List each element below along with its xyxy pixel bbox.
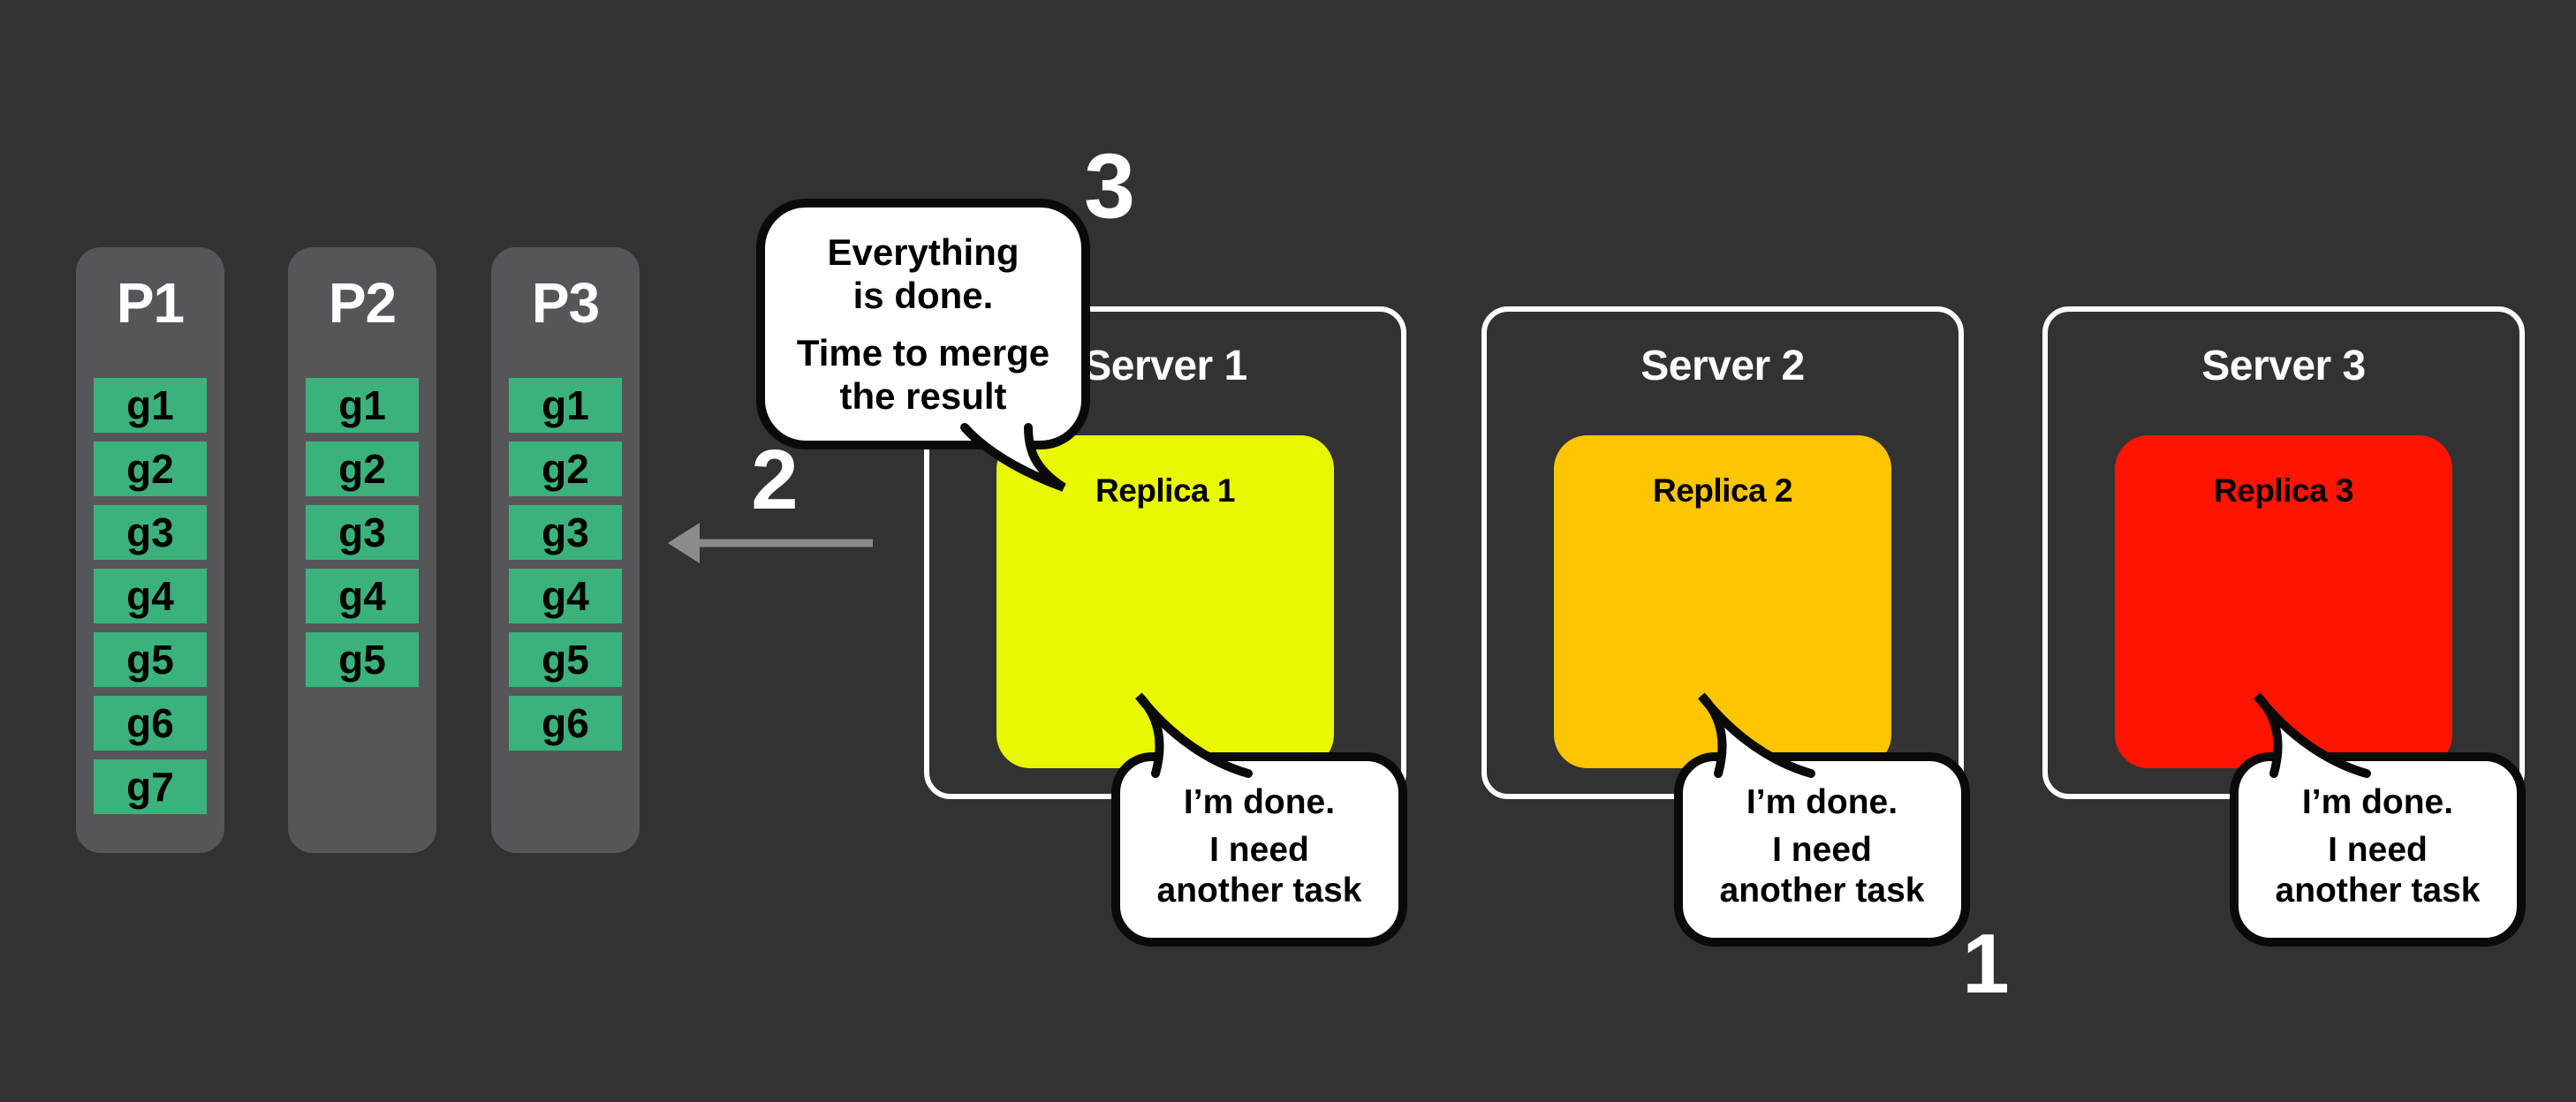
bubble-line: I need (1772, 831, 1872, 869)
speech-tail-icon (960, 422, 1066, 492)
task-chip: g2 (94, 442, 207, 496)
task-chip: g3 (306, 505, 419, 560)
task-chip: g1 (306, 378, 419, 433)
arrow-left-icon (668, 523, 873, 563)
bubble-line: Everything (827, 231, 1019, 273)
step-label-1: 1 (1962, 917, 2010, 1011)
task-chip: g4 (94, 569, 207, 623)
task-chip: g6 (509, 696, 622, 751)
step-label-3: 3 (1084, 135, 1135, 238)
task-chip: g5 (306, 632, 419, 687)
task-chip: g4 (509, 569, 622, 623)
task-chip: g2 (306, 442, 419, 496)
replica-1-title: Replica 1 (1095, 472, 1235, 509)
task-chip: g1 (509, 378, 622, 433)
bubble-line: I’m done. (2301, 783, 2454, 821)
replica-3-box: Replica 3 (2115, 435, 2452, 768)
partition-p3-title: P3 (531, 271, 600, 335)
task-chip: g5 (94, 632, 207, 687)
partition-p1-title: P1 (116, 271, 185, 335)
task-chip: g2 (509, 442, 622, 496)
bubble-line: another task (2275, 872, 2481, 910)
speech-tail-icon (2254, 692, 2371, 781)
step-label-2: 2 (751, 433, 799, 527)
replica-1-box: Replica 1 (996, 435, 1334, 768)
speech-bubble-done-1: I’m done. I need another task (1111, 752, 1407, 947)
task-chip: g1 (94, 378, 207, 433)
bubble-line: another task (1719, 872, 1925, 910)
server-3-title: Server 3 (2201, 343, 2366, 389)
server-2-title: Server 2 (1640, 343, 1805, 389)
bubble-line: is done. (852, 275, 994, 316)
bubble-line: Time to merge (796, 332, 1050, 374)
speech-bubble-merge: Everything is done. Time to merge the re… (756, 199, 1090, 449)
task-chip: g7 (94, 759, 207, 814)
speech-tail-icon (1135, 692, 1253, 781)
speech-bubble-done-3: I’m done. I need another task (2230, 752, 2526, 947)
bubble-line: I’m done. (1183, 783, 1336, 821)
task-chip: g6 (94, 696, 207, 751)
bubble-line: I’m done. (1746, 783, 1898, 821)
partition-p1-tasks: g1 g2 g3 g4 g5 g6 g7 (94, 378, 207, 823)
task-chip: g5 (509, 632, 622, 687)
bubble-line: the result (839, 375, 1007, 417)
partition-p1: P1 g1 g2 g3 g4 g5 g6 g7 (76, 247, 224, 853)
replica-2-box: Replica 2 (1554, 435, 1891, 768)
partition-p2-title: P2 (328, 271, 397, 335)
server-1-title: Server 1 (1083, 343, 1247, 389)
replica-2-title: Replica 2 (1653, 472, 1792, 509)
task-chip: g3 (94, 505, 207, 560)
bubble-line: another task (1156, 872, 1362, 910)
task-chip: g4 (306, 569, 419, 623)
task-chip: g3 (509, 505, 622, 560)
bubble-line: I need (2328, 831, 2428, 869)
partition-p2-tasks: g1 g2 g3 g4 g5 (306, 378, 419, 696)
speech-tail-icon (1698, 692, 1815, 781)
replica-3-title: Replica 3 (2214, 472, 2353, 509)
partition-p3: P3 g1 g2 g3 g4 g5 g6 (491, 247, 640, 853)
bubble-line: I need (1209, 831, 1309, 869)
partition-p3-tasks: g1 g2 g3 g4 g5 g6 (509, 378, 622, 759)
speech-bubble-done-2: I’m done. I need another task (1674, 752, 1970, 947)
partition-p2: P2 g1 g2 g3 g4 g5 (288, 247, 436, 853)
